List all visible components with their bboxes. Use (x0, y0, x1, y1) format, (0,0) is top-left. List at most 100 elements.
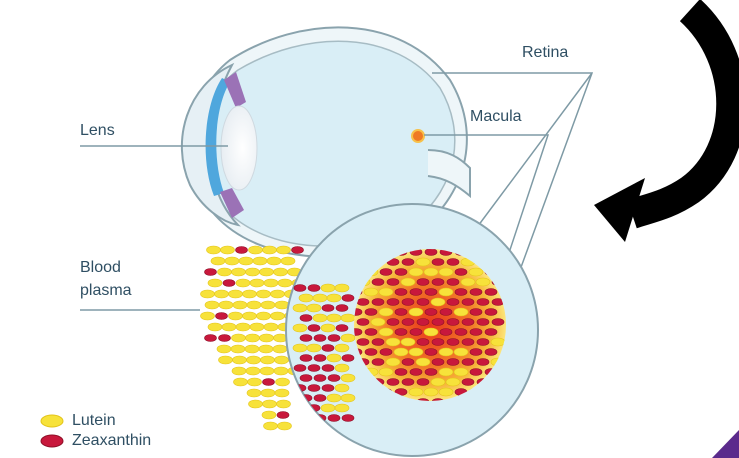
macula-particle (365, 309, 377, 316)
retina-particle (313, 314, 327, 322)
macula-particle (425, 289, 437, 296)
plasma-particle (259, 345, 273, 353)
macula-particle (395, 369, 407, 376)
legend-lutein: Lutein (40, 412, 116, 430)
plasma-particle (257, 312, 271, 320)
zoomed-retina (286, 204, 538, 456)
macula-particle (409, 268, 423, 276)
macula-particle (477, 359, 489, 366)
retina-particle (313, 294, 327, 302)
macula-particle (476, 278, 490, 286)
macula-particle (462, 359, 474, 366)
retina-particle (335, 364, 349, 372)
plasma-particle (260, 268, 274, 276)
plasma-particle (208, 279, 222, 287)
plasma-particle (261, 301, 275, 309)
macula-particle (425, 249, 437, 256)
macula-particle (387, 319, 399, 326)
macula-particle (395, 329, 407, 336)
macula-particle (454, 368, 468, 376)
macula-particle (387, 279, 399, 286)
macula-particle (447, 279, 459, 286)
plasma-particle (263, 400, 277, 408)
retina-particle (293, 304, 307, 312)
plasma-particle (201, 290, 215, 298)
plasma-particle (246, 334, 260, 342)
retina-particle (322, 305, 334, 312)
macula-particle (417, 339, 429, 346)
macula-particle (424, 388, 438, 396)
plasma-particle (219, 335, 231, 342)
macula-particle (447, 339, 459, 346)
plasma-particle (229, 290, 243, 298)
macula-particle (462, 319, 474, 326)
plasma-particle (236, 279, 250, 287)
retina-particle (336, 325, 348, 332)
macula-particle (485, 329, 497, 336)
plasma-particle (211, 257, 225, 265)
plasma-particle (222, 323, 236, 331)
legend-lutein-label: Lutein (72, 412, 116, 430)
macula-particle (372, 359, 384, 366)
macula-particle (439, 288, 453, 296)
retina-particle (321, 404, 335, 412)
retina-particle (314, 395, 326, 402)
macula-particle (386, 338, 400, 346)
macula-particle (425, 349, 437, 356)
plasma-particle (215, 290, 229, 298)
macula-particle (379, 308, 393, 316)
retina-particle (314, 355, 326, 362)
macula-particle (477, 319, 489, 326)
retina-particle (327, 314, 341, 322)
plasma-particle (221, 246, 235, 254)
plasma-particle (232, 334, 246, 342)
plasma-particle (260, 334, 274, 342)
retina-particle (308, 385, 320, 392)
macula-particle (470, 349, 482, 356)
plasma-particle (249, 246, 263, 254)
corner-accent (712, 430, 739, 458)
plasma-particle (236, 247, 248, 254)
macula-particle (386, 358, 400, 366)
plasma-particle (267, 257, 281, 265)
macula-particle (410, 329, 422, 336)
plasma-particle (277, 246, 291, 254)
retina-particle (341, 394, 355, 402)
macula-particle (440, 309, 452, 316)
plasma-particle (246, 268, 260, 276)
macula-particle (365, 349, 377, 356)
retina-particle (294, 365, 306, 372)
plasma-particle (233, 301, 247, 309)
macula-particle (462, 299, 474, 306)
retina-particle (308, 285, 320, 292)
retina-particle (328, 335, 340, 342)
macula-particle (454, 308, 468, 316)
retina-particle (293, 344, 307, 352)
macula-particle (372, 299, 384, 306)
macula-particle (462, 379, 474, 386)
macula-particle (432, 259, 444, 266)
plasma-particle (281, 257, 295, 265)
plasma-particle (260, 367, 274, 375)
macula-particle (409, 308, 423, 316)
macula-particle (485, 289, 497, 296)
macula-particle (394, 348, 408, 356)
retina-particle (341, 334, 355, 342)
macula-particle (432, 339, 444, 346)
plasma-particle (264, 422, 278, 430)
macula-particle (364, 288, 378, 296)
macula-particle (446, 378, 460, 386)
retina-particle (335, 384, 349, 392)
retina-particle (299, 294, 313, 302)
plasma-particle (219, 356, 233, 364)
retina-particle (342, 415, 354, 422)
macula-particle (470, 289, 482, 296)
macula-particle (395, 289, 407, 296)
macula-particle (455, 289, 467, 296)
macula-particle (402, 299, 414, 306)
macula-particle (431, 378, 445, 386)
macula-particle (409, 348, 423, 356)
retina-particle (307, 344, 321, 352)
plasma-particle (271, 312, 285, 320)
